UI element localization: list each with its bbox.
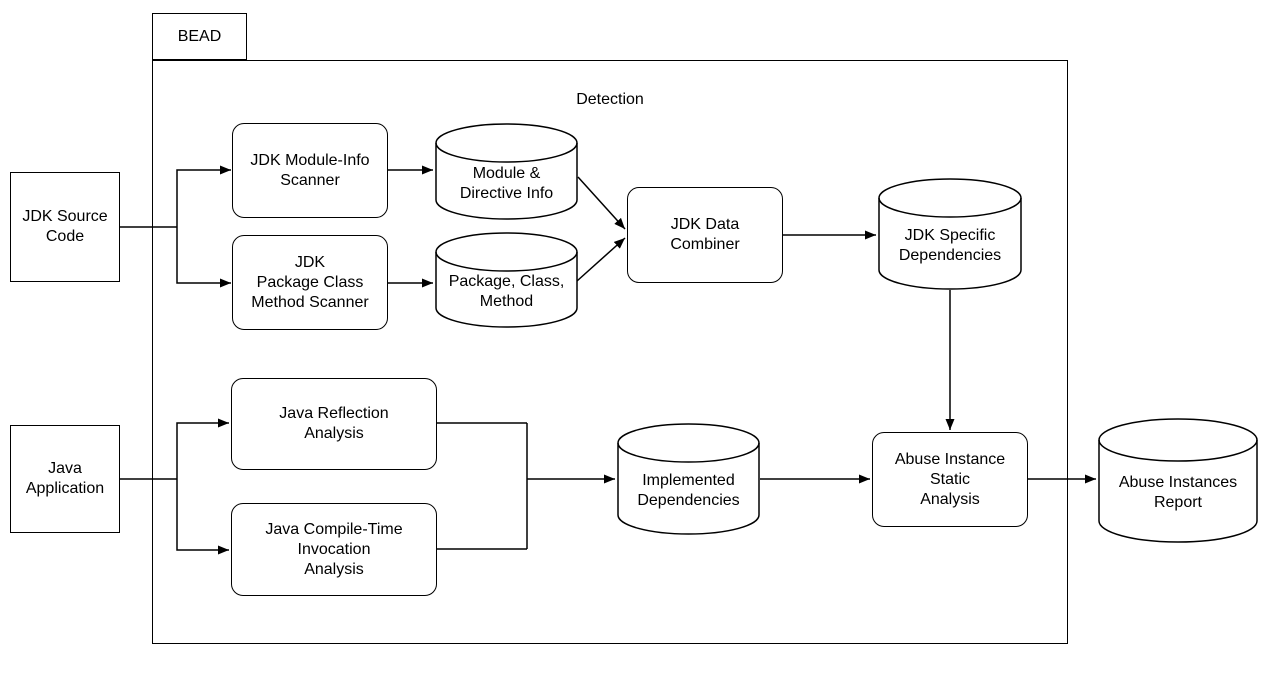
node-jdk-package-class-method-scanner-label: JDK Package Class Method Scanner xyxy=(251,253,369,311)
edge-package-class-db-to-combiner xyxy=(576,237,626,282)
node-jdk-data-combiner: JDK Data Combiner xyxy=(627,187,783,283)
edge-module-directive-db-to-combiner xyxy=(577,176,626,230)
node-java-reflection-analysis: Java Reflection Analysis xyxy=(231,378,437,470)
cylinder-shape xyxy=(878,178,1022,290)
edge-jdk-source-to-package-scanner xyxy=(176,227,231,288)
node-implemented-dependencies-db: Implemented Dependencies xyxy=(617,423,760,535)
node-jdk-specific-dependencies-db: JDK Specific Dependencies xyxy=(878,178,1022,290)
node-module-directive-info-db: Module & Directive Info xyxy=(435,123,578,220)
node-java-compile-time-invocation-analysis-label: Java Compile-Time Invocation Analysis xyxy=(265,520,403,578)
node-java-application: Java Application xyxy=(10,425,120,533)
edge-java-application-to-reflection-analysis xyxy=(176,418,229,479)
node-jdk-module-info-scanner-label: JDK Module-Info Scanner xyxy=(250,151,370,189)
node-abuse-instances-report-db-label: Abuse Instances Report xyxy=(1118,473,1238,511)
edge-java-application-to-compile-time-analysis xyxy=(176,479,229,555)
node-java-application-label: Java Application xyxy=(25,460,105,497)
node-package-class-method-db: Package, Class, Method xyxy=(435,232,578,328)
node-java-reflection-analysis-label: Java Reflection Analysis xyxy=(279,405,389,442)
bead-group-frame xyxy=(152,60,1068,644)
detection-region-label: Detection xyxy=(576,91,644,108)
node-abuse-instance-static-analysis-label: Abuse Instance Static Analysis xyxy=(894,450,1006,508)
node-jdk-source-code: JDK Source Code xyxy=(10,172,120,282)
node-abuse-instance-static-analysis: Abuse Instance Static Analysis xyxy=(872,432,1028,527)
cylinder-shape xyxy=(1098,418,1258,543)
node-implemented-dependencies-db-label: Implemented Dependencies xyxy=(637,472,740,509)
bead-group-tab: BEAD xyxy=(152,13,247,60)
node-jdk-source-code-label: JDK Source Code xyxy=(22,208,108,245)
bead-tab-label: BEAD xyxy=(177,27,222,45)
cylinder-shape xyxy=(435,123,578,220)
node-jdk-package-class-method-scanner: JDK Package Class Method Scanner xyxy=(232,235,388,330)
node-jdk-specific-dependencies-db-label: JDK Specific Dependencies xyxy=(898,227,1002,264)
cylinder-shape xyxy=(435,232,578,328)
edge-jdk-source-to-module-info-scanner xyxy=(176,165,231,227)
node-package-class-method-db-label: Package, Class, Method xyxy=(448,273,565,310)
cylinder-shape xyxy=(617,423,760,535)
node-jdk-module-info-scanner: JDK Module-Info Scanner xyxy=(232,123,388,218)
node-abuse-instances-report-db: Abuse Instances Report xyxy=(1098,418,1258,543)
node-jdk-data-combiner-label: JDK Data Combiner xyxy=(670,216,740,253)
node-java-compile-time-invocation-analysis: Java Compile-Time Invocation Analysis xyxy=(231,503,437,596)
node-module-directive-info-db-label: Module & Directive Info xyxy=(459,164,554,202)
